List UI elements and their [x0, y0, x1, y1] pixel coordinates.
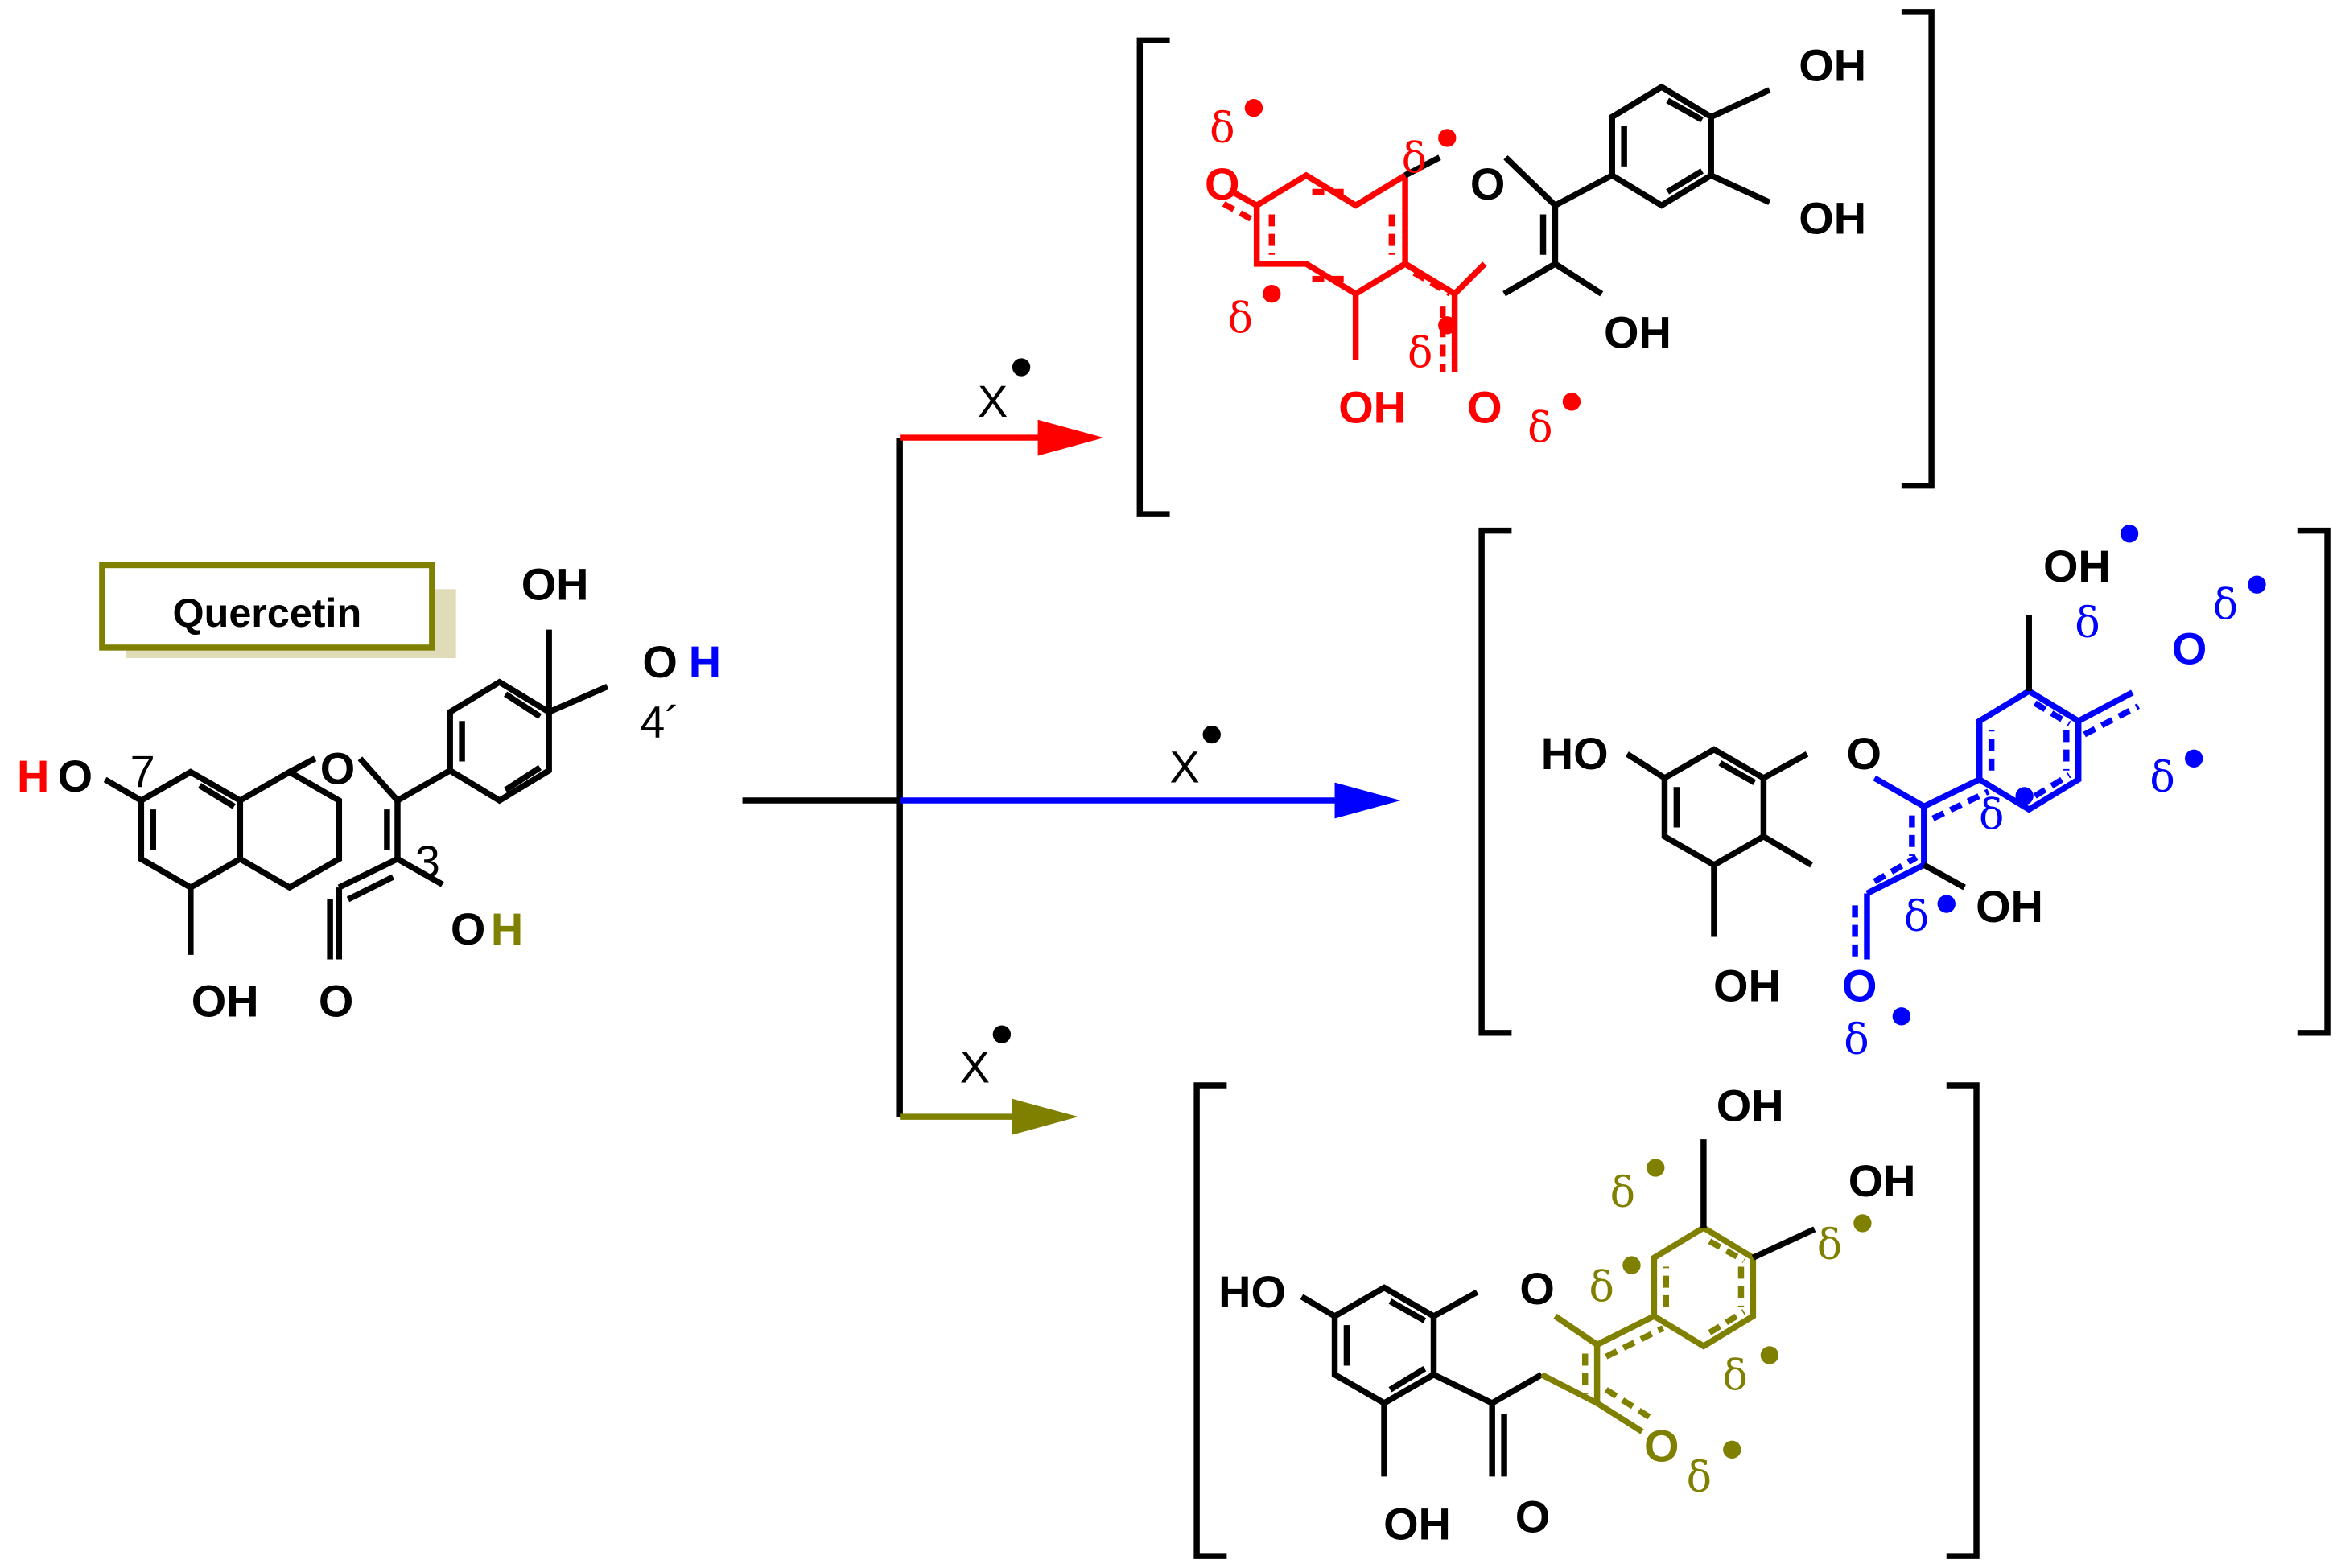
- red-delta-4: δ: [1407, 330, 1432, 378]
- radical-dot-blue-arrow: [1202, 725, 1221, 744]
- reagent-red: X: [978, 358, 1031, 426]
- blue-3p-oh: OH: [2043, 541, 2111, 591]
- blue-3-oh: OH: [1976, 881, 2043, 932]
- blue-delta-2: δ: [2213, 582, 2238, 630]
- blue-7-ho: HO: [1541, 728, 1609, 779]
- reagent-blue: X: [1170, 725, 1221, 792]
- red-dot-1: [1244, 98, 1263, 117]
- olive-delta-2: δ: [1817, 1221, 1842, 1270]
- olive-dot-3: [1622, 1256, 1641, 1274]
- red-delta-2: δ: [1402, 134, 1427, 183]
- bracket-olive-left: [1193, 1082, 1227, 1559]
- olive-delta-5: δ: [1687, 1454, 1712, 1502]
- olive-dot-4: [1760, 1346, 1779, 1364]
- olive-ring-o: O: [1519, 1263, 1554, 1314]
- olive-dot-2: [1853, 1214, 1872, 1233]
- arrowhead-olive: [1012, 1098, 1078, 1135]
- olive-dot-1: [1647, 1159, 1665, 1177]
- quercetin-7-o: O: [58, 751, 93, 801]
- olive-dot-5: [1723, 1440, 1741, 1459]
- blue-delta-4: δ: [1979, 791, 2004, 839]
- olive-4p-oh: OH: [1848, 1155, 1916, 1206]
- quercetin-3p-oh: OH: [521, 558, 589, 609]
- reagent-x-red: X: [978, 376, 1008, 426]
- blue-dot-6: [1892, 1007, 1911, 1026]
- quercetin-5-oh: OH: [192, 975, 259, 1026]
- radical-dot-olive-arrow: [992, 1025, 1012, 1043]
- red-delta-3: δ: [1227, 295, 1252, 344]
- arrowhead-blue: [1334, 782, 1401, 819]
- red-7-o: O: [1205, 158, 1239, 209]
- red-5-oh: OH: [1338, 381, 1406, 432]
- red-dot-2: [1438, 129, 1457, 147]
- quercetin-7-h: H: [17, 751, 49, 801]
- olive-4-o: O: [1515, 1491, 1550, 1541]
- red-dot-4: [1438, 316, 1457, 335]
- red-dot-3: [1263, 285, 1281, 303]
- blue-dot-2: [2248, 575, 2266, 594]
- blue-ring-o: O: [1847, 728, 1881, 779]
- red-oh-3p: OH: [1799, 40, 1866, 91]
- quercetin-pos-7: 7: [130, 746, 155, 796]
- olive-delta-1: δ: [1610, 1169, 1635, 1217]
- blue-dot-4: [2015, 787, 2034, 805]
- blue-dot-3: [2185, 749, 2203, 768]
- bracket-blue-left: [1478, 527, 1512, 1036]
- quercetin-3-h: H: [491, 903, 523, 954]
- bracket-blue-right: [2297, 527, 2331, 1036]
- quercetin-ring-o: O: [320, 743, 355, 794]
- reagent-x-olive: X: [960, 1041, 990, 1092]
- product-7-radical: O OH OH OH O OH O δ δ δ δ δ: [1205, 40, 1866, 453]
- quercetin-4p-o: O: [642, 636, 677, 687]
- quercetin-label-box: [99, 562, 435, 651]
- blue-dot-1: [2120, 525, 2139, 543]
- quercetin-4p-h: H: [689, 636, 721, 687]
- bracket-olive-right: [1946, 1082, 1980, 1559]
- red-oh-4p: OH: [1799, 193, 1866, 244]
- bracket-red-left: [1136, 37, 1170, 517]
- olive-5-oh: OH: [1383, 1499, 1451, 1549]
- red-4-o: O: [1467, 381, 1502, 432]
- olive-delta-3: δ: [1589, 1263, 1614, 1311]
- red-dot-5: [1562, 393, 1581, 411]
- quercetin-pos-3: 3: [415, 836, 440, 887]
- reagent-x-blue: X: [1170, 742, 1200, 792]
- product-4p-radical: HO O OH OH OH O O δ δ δ δ δ δ: [1541, 525, 2266, 1064]
- quercetin-4-carbonyl-o: O: [319, 975, 353, 1026]
- reagent-olive: X: [960, 1025, 1012, 1092]
- olive-3-o: O: [1644, 1421, 1679, 1471]
- quercetin-pos-4p: 4´: [640, 697, 680, 747]
- blue-delta-6: δ: [1844, 1016, 1869, 1064]
- olive-7-ho: HO: [1218, 1266, 1286, 1317]
- brackets: [1136, 9, 2331, 1559]
- red-oh-3: OH: [1604, 307, 1671, 357]
- blue-delta-3: δ: [2149, 754, 2174, 802]
- red-delta-5: δ: [1527, 405, 1552, 453]
- blue-dot-5: [1937, 895, 1956, 913]
- product-3-radical: HO O OH O OH OH O δ δ δ δ δ: [1218, 1080, 1915, 1549]
- olive-3p-oh: OH: [1717, 1080, 1784, 1131]
- blue-4p-o: O: [2172, 623, 2207, 673]
- reaction-arrows: [742, 434, 1350, 1120]
- blue-delta-1: δ: [2075, 599, 2100, 648]
- blue-delta-5: δ: [1904, 893, 1929, 941]
- olive-delta-4: δ: [1722, 1352, 1747, 1400]
- quercetin-structure: Quercetin: [17, 558, 721, 1026]
- bracket-red-right: [1901, 9, 1935, 489]
- blue-4-o: O: [1842, 961, 1877, 1011]
- red-ring-o: O: [1470, 158, 1505, 209]
- quercetin-3-o: O: [451, 903, 485, 954]
- blue-5-oh: OH: [1713, 961, 1781, 1011]
- quercetin-name: Quercetin: [172, 590, 361, 636]
- arrowhead-red: [1037, 419, 1104, 456]
- radical-dot-red-arrow: [1012, 358, 1031, 377]
- red-delta-1: δ: [1210, 105, 1234, 153]
